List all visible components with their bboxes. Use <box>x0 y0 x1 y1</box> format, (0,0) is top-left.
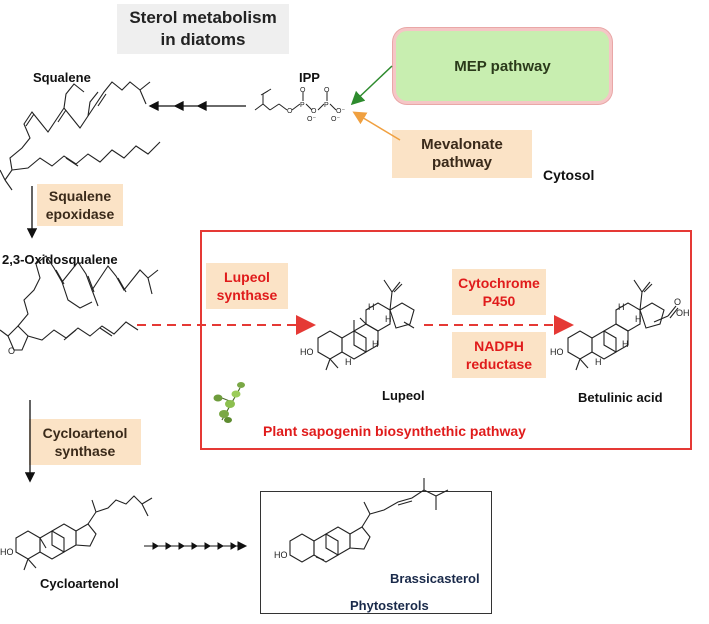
mevalonate-to-ipp-arrow <box>352 111 401 141</box>
oxidosqualene-structure <box>0 255 159 351</box>
betulinic-h-3: H <box>622 339 629 349</box>
ipp-structure <box>254 88 337 111</box>
betulinic-atoms: HO OH O H H H H <box>550 297 690 367</box>
betulinic-h-4: H <box>595 357 602 367</box>
nadph-reductase-box: NADPH reductase <box>452 332 546 378</box>
betulinic-ho: HO <box>550 347 564 357</box>
lupeol-structure <box>317 279 415 371</box>
mevalonate-line-1: Mevalonate <box>421 136 503 153</box>
ipp-o-2: O <box>311 108 317 115</box>
ipp-o-4: O <box>324 87 330 94</box>
mep-pathway-box: MEP pathway <box>393 28 612 104</box>
lupeol-h-3: H <box>372 339 379 349</box>
diagram-title: Sterol metabolism in diatoms <box>117 4 289 54</box>
ipp-o-3: O <box>300 87 306 94</box>
mep-pathway-label: MEP pathway <box>454 57 551 75</box>
cycloartenol-label: Cycloartenol <box>40 576 119 591</box>
cycloartenol-to-brassicasterol-arrow <box>144 541 248 551</box>
cycloartenol-structure <box>15 495 153 571</box>
cycloartenol-synthase-box: Cycloartenol synthase <box>29 419 141 465</box>
cytochrome-line-2: P450 <box>482 293 516 309</box>
phytosterols-label: Phytosterols <box>350 598 429 613</box>
cytosol-label: Cytosol <box>543 167 595 183</box>
brassicasterol-ho: HO <box>274 550 288 560</box>
plant-sapogenin-frame <box>200 230 692 450</box>
cytochrome-line-1: Cytochrome <box>458 275 540 291</box>
squalene-epoxidase-box: Squalene epoxidase <box>37 184 123 226</box>
lupeol-h-2: H <box>385 314 392 324</box>
svg-text:P: P <box>324 102 329 109</box>
ipp-o-minus-3: O⁻ <box>331 116 340 123</box>
phytosterols-frame <box>260 491 492 614</box>
nadph-line-1: NADPH <box>474 338 524 354</box>
squalene-structure <box>0 81 161 191</box>
squalene-epoxidase-line-2: epoxidase <box>45 206 115 222</box>
cycloartenol-ho: HO <box>0 547 14 557</box>
lupeol-atoms: HO H H H H <box>300 302 392 367</box>
ipp-o-1: O <box>287 108 293 115</box>
betulinic-acid-label: Betulinic acid <box>578 390 663 405</box>
ipp-atom-labels: O P O P O O O⁻ O⁻ O⁻ <box>287 87 345 123</box>
mep-to-ipp-arrow <box>350 65 393 106</box>
lupeol-h-1: H <box>368 302 375 312</box>
ipp-label: IPP <box>299 70 320 85</box>
brassicasterol-structure <box>289 478 449 563</box>
betulinic-o: O <box>674 297 681 307</box>
lupeol-synthase-box: Lupeol synthase <box>206 263 288 309</box>
cytochrome-p450-box: Cytochrome P450 <box>452 269 546 315</box>
betulinic-h-1: H <box>618 302 625 312</box>
betulinic-oh: OH <box>676 308 690 318</box>
title-line-1: Sterol metabolism <box>129 8 277 27</box>
mevalonate-line-2: pathway <box>431 154 492 171</box>
svg-text:P: P <box>300 102 305 109</box>
lupeol-label: Lupeol <box>382 388 425 403</box>
lupeol-synthase-line-1: Lupeol <box>224 269 270 285</box>
lupeol-h-4: H <box>345 357 352 367</box>
lupeol-synthase-line-2: synthase <box>216 287 278 303</box>
ipp-to-squalene-arrow <box>148 100 246 112</box>
squalene-label: Squalene <box>33 70 91 85</box>
cycloartenol-synthase-line-1: Cycloartenol <box>42 425 128 441</box>
squalene-epoxidase-line-1: Squalene <box>48 188 112 204</box>
mevalonate-pathway-box: Mevalonate pathway <box>392 130 532 178</box>
cycloartenol-synthase-line-2: synthase <box>54 443 116 459</box>
nadph-line-2: reductase <box>465 356 533 372</box>
epoxide-o: O <box>8 346 15 356</box>
lupeol-ho: HO <box>300 347 314 357</box>
plant-sprig-icon <box>213 382 245 423</box>
ipp-o-minus-1: O⁻ <box>336 108 345 115</box>
ipp-o-minus-2: O⁻ <box>307 116 316 123</box>
oxidosqualene-label: 2,3-Oxidosqualene <box>2 252 118 267</box>
plant-pathway-label: Plant sapogenin biosynthethic pathway <box>263 423 526 439</box>
betulinic-acid-structure <box>567 279 679 371</box>
betulinic-h-2: H <box>635 314 642 324</box>
brassicasterol-label: Brassicasterol <box>390 571 480 586</box>
title-line-2: in diatoms <box>160 30 246 49</box>
